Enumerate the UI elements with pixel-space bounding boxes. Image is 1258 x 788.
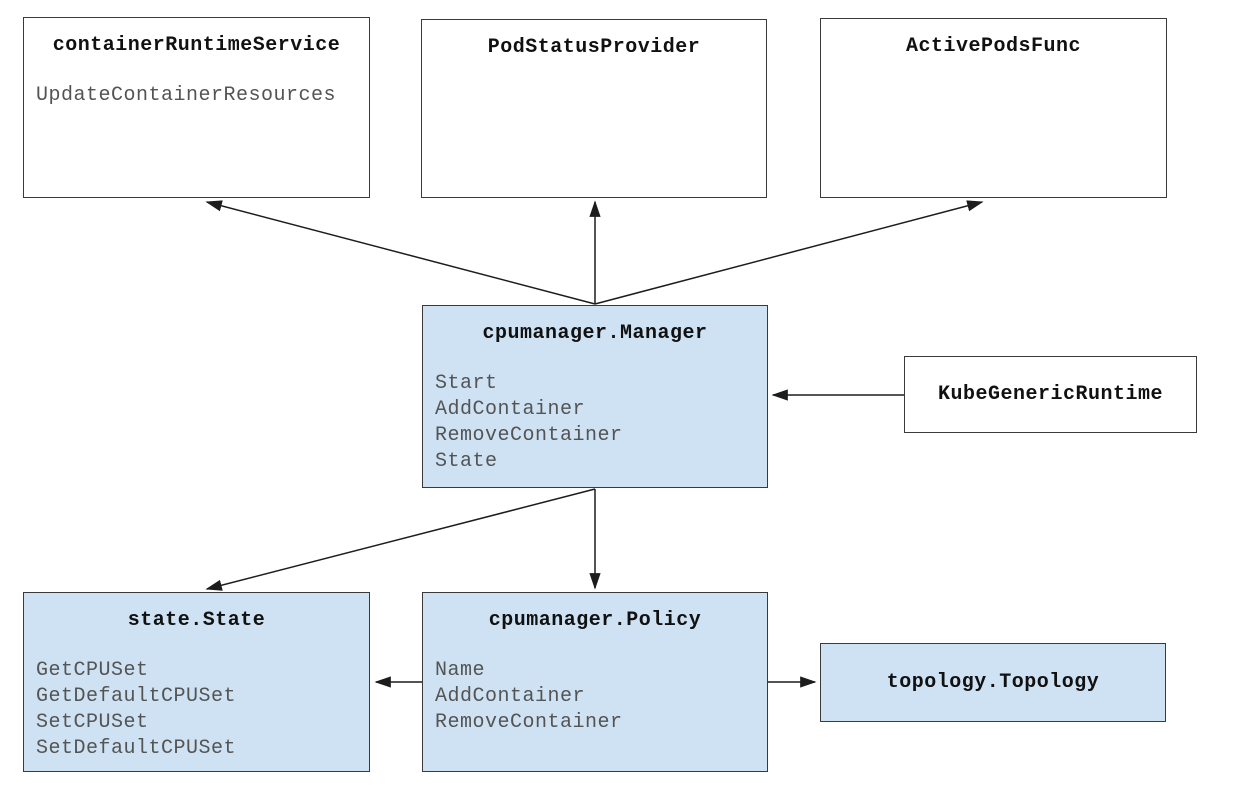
method-label: GetCPUSet [36,659,149,682]
arrow-manager-to-state-state [205,488,596,591]
box-topology-topology: topology.Topology [820,643,1166,722]
method-label: GetDefaultCPUSet [36,685,237,708]
method-label: RemoveContainer [435,424,623,447]
box-state-state: state.State GetCPUSet GetDefaultCPUSet S… [23,592,370,772]
method-label: UpdateContainerResources [36,84,337,107]
box-title: containerRuntimeService [52,34,341,57]
box-title: cpumanager.Policy [488,609,702,632]
box-title: topology.Topology [886,670,1100,694]
method-label: State [435,450,498,473]
box-title: state.State [127,609,266,632]
box-cpumanager-policy: cpumanager.Policy Name AddContainer Remo… [422,592,768,772]
box-methods: Start AddContainer RemoveContainer State [423,347,767,475]
method-label: AddContainer [435,398,586,421]
method-label: SetCPUSet [36,711,149,734]
box-methods: GetCPUSet GetDefaultCPUSet SetCPUSet Set… [24,634,369,762]
box-title: PodStatusProvider [487,36,701,59]
method-label: SetDefaultCPUSet [36,737,237,760]
method-label: Start [435,372,498,395]
box-container-runtime-service: containerRuntimeService UpdateContainerR… [23,17,370,198]
box-methods: UpdateContainerResources [24,59,369,109]
box-title: KubeGenericRuntime [937,382,1164,406]
box-pod-status-provider: PodStatusProvider [421,19,767,198]
method-label: AddContainer [435,685,586,708]
arrow-manager-to-container-runtime-service [205,200,596,305]
arrow-manager-to-active-pods-func [594,200,984,305]
box-cpumanager-manager: cpumanager.Manager Start AddContainer Re… [422,305,768,488]
box-title: cpumanager.Manager [482,322,708,345]
box-active-pods-func: ActivePodsFunc [820,18,1167,198]
box-kube-generic-runtime: KubeGenericRuntime [904,356,1197,433]
box-methods: Name AddContainer RemoveContainer [423,634,767,736]
method-label: Name [435,659,486,682]
method-label: RemoveContainer [435,711,623,734]
box-title: ActivePodsFunc [905,35,1082,58]
